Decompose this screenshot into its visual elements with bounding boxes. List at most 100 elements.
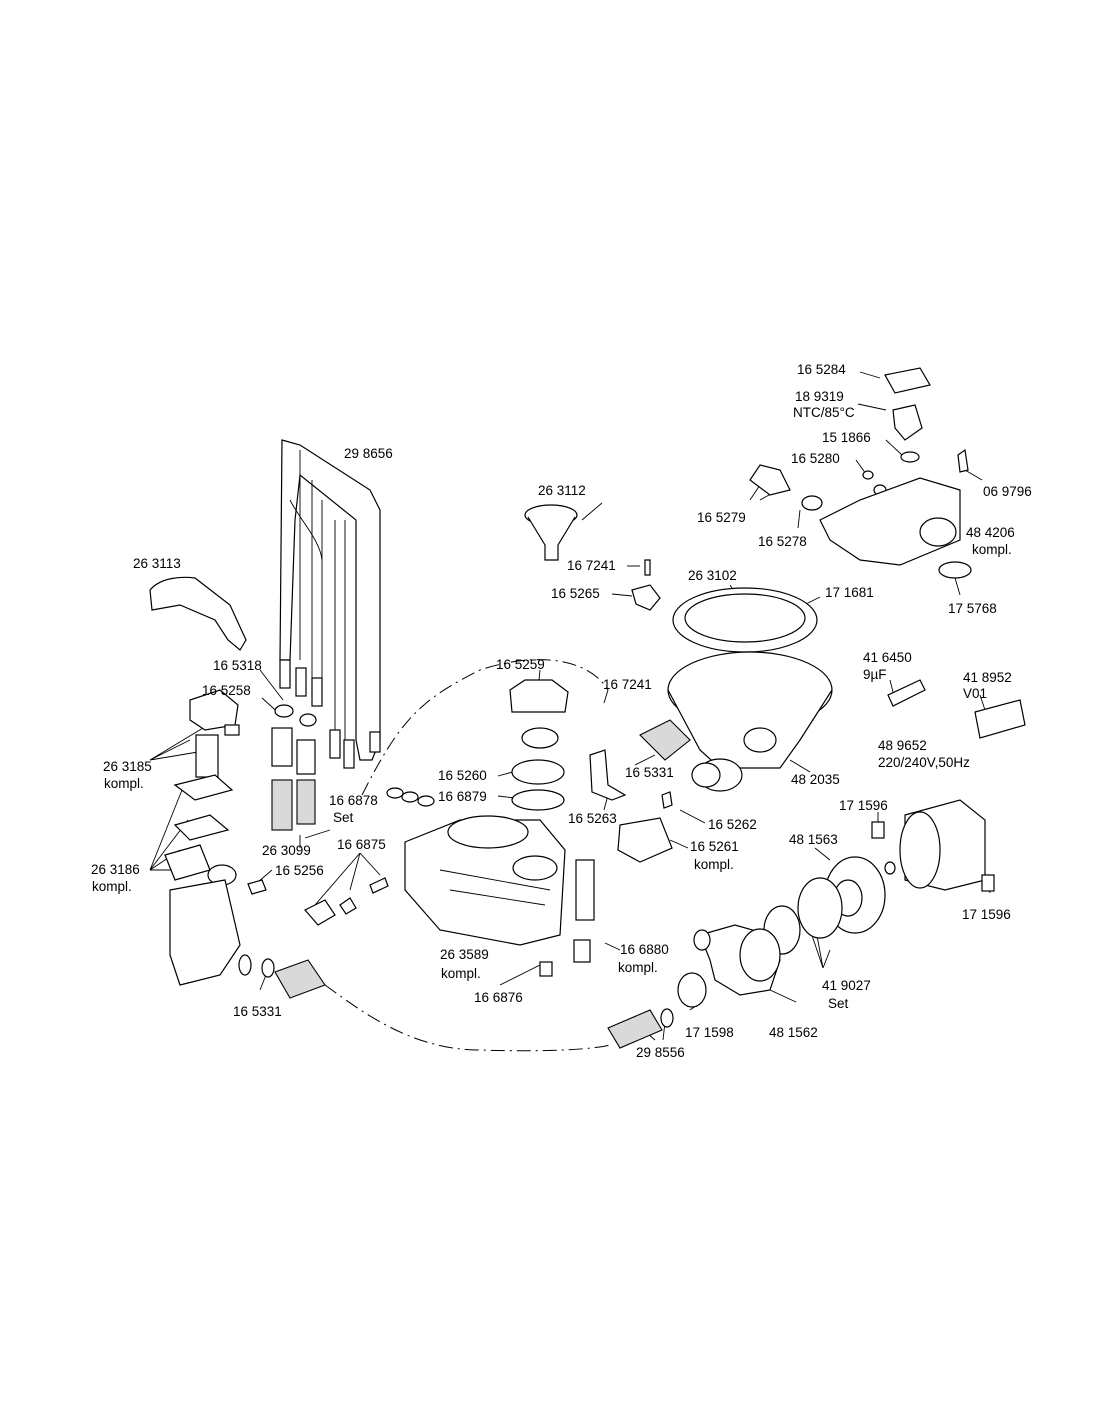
label-v01: V01 — [963, 686, 988, 701]
label-165256: 16 5256 — [275, 863, 324, 878]
heater-module-484206 — [749, 367, 972, 579]
label-166880: 16 6880 — [620, 942, 669, 957]
label-167241a: 16 7241 — [567, 558, 616, 573]
label-165260: 16 5260 — [438, 768, 487, 783]
water-inlet-263186 — [164, 774, 252, 986]
seal-166879 — [511, 789, 565, 811]
screw-167241 — [644, 559, 651, 576]
label-175768: 17 5768 — [948, 601, 997, 616]
label-165284: 16 5284 — [797, 362, 846, 377]
sensor-166880 — [575, 859, 595, 921]
label-171596a: 17 1596 — [839, 798, 888, 813]
salt-cap-165259 — [509, 679, 569, 713]
label-263589: 26 3589 — [440, 947, 489, 962]
label-165262: 16 5262 — [708, 817, 757, 832]
label-418952: 41 8952 — [963, 670, 1012, 685]
label-298556: 29 8556 — [636, 1045, 685, 1060]
bracket-165265 — [631, 584, 661, 611]
label-419027: 41 9027 — [822, 978, 871, 993]
seal-171598 — [677, 972, 707, 1008]
connector-418952 — [974, 699, 1026, 739]
label-263186-kompl: kompl. — [92, 879, 132, 894]
label-416450: 41 6450 — [863, 650, 912, 665]
ring-165260 — [521, 727, 559, 749]
label-263113: 26 3113 — [133, 556, 181, 571]
springs-263099 — [271, 779, 316, 831]
pump-parts-419027 — [763, 856, 896, 955]
label-167241b: 16 7241 — [603, 677, 652, 692]
pump-motor-489652 — [899, 799, 986, 891]
label-165280: 16 5280 — [791, 451, 840, 466]
clip-165256 — [247, 879, 267, 895]
label-166880-kompl: kompl. — [618, 960, 658, 975]
label-263185-kompl: kompl. — [104, 776, 144, 791]
dispenser-263589 — [404, 815, 566, 946]
spindle-263112 — [524, 504, 578, 561]
cover-263113 — [149, 576, 247, 651]
label-484206: 48 4206 — [966, 525, 1015, 540]
label-151866: 15 1866 — [822, 430, 871, 445]
label-166876: 16 6876 — [474, 990, 523, 1005]
tube-assembly-298656 — [279, 439, 381, 769]
label-263186: 26 3186 — [91, 862, 140, 877]
float-165263 — [589, 749, 627, 801]
label-220v: 220/240V,50Hz — [878, 755, 970, 770]
label-298656: 29 8656 — [344, 446, 393, 461]
sensor-cap-166880 — [573, 939, 591, 963]
seal-165331a — [691, 762, 721, 788]
sump-482035 — [667, 587, 833, 792]
label-263112: 26 3112 — [538, 483, 586, 498]
label-171596b: 17 1596 — [962, 907, 1011, 922]
label-069796: 06 9796 — [983, 484, 1032, 499]
seal-165318 — [274, 704, 294, 718]
sleeve-165258a — [271, 727, 293, 767]
dash-dot-route-lower — [324, 984, 611, 1052]
label-263102: 26 3102 — [688, 568, 737, 583]
hose-298556 — [607, 1008, 674, 1049]
clip-165262 — [661, 791, 673, 809]
label-set1: Set — [333, 810, 354, 825]
label-9uf: 9µF — [863, 667, 887, 682]
seal-165331b — [261, 958, 275, 978]
hose-165331a — [639, 719, 691, 761]
capacitor-416450 — [887, 679, 926, 707]
valve-165261 — [617, 817, 673, 863]
label-189319: 18 9319 — [795, 389, 844, 404]
clip-166876 — [539, 961, 553, 977]
label-165259: 16 5259 — [496, 657, 545, 672]
valve-166875 — [304, 877, 389, 926]
label-165258: 16 5258 — [202, 683, 251, 698]
clip-171596b — [981, 874, 995, 892]
dash-dot-route-upper — [361, 659, 609, 796]
label-171681: 17 1681 — [825, 585, 874, 600]
label-set2: Set — [828, 996, 849, 1011]
label-166879: 16 6879 — [438, 789, 487, 804]
seal-165318b — [299, 713, 317, 727]
label-171598: 17 1598 — [685, 1025, 734, 1040]
label-165279: 16 5279 — [697, 510, 746, 525]
label-165265: 16 5265 — [551, 586, 600, 601]
label-165261: 16 5261 — [690, 839, 739, 854]
pump-housing-481562 — [693, 924, 781, 996]
label-165263: 16 5263 — [568, 811, 617, 826]
sleeve-165258b — [296, 739, 316, 775]
parts-set-166878 — [386, 787, 435, 807]
label-165331a: 16 5331 — [625, 765, 674, 780]
label-165331b: 16 5331 — [233, 1004, 282, 1019]
hose-165331b — [274, 959, 326, 999]
label-ntc: NTC/85°C — [793, 405, 855, 420]
label-263185: 26 3185 — [103, 759, 152, 774]
label-481563: 48 1563 — [789, 832, 838, 847]
label-489652: 48 9652 — [878, 738, 927, 753]
label-263099: 26 3099 — [262, 843, 311, 858]
label-165318: 16 5318 — [213, 658, 262, 673]
label-165261-kompl: kompl. — [694, 857, 734, 872]
clip-171596a — [871, 821, 885, 839]
label-165278: 16 5278 — [758, 534, 807, 549]
label-166878: 16 6878 — [329, 793, 378, 808]
label-481562: 48 1562 — [769, 1025, 818, 1040]
label-263589-kompl: kompl. — [441, 966, 481, 981]
ring-bayonet-165260 — [511, 759, 565, 785]
